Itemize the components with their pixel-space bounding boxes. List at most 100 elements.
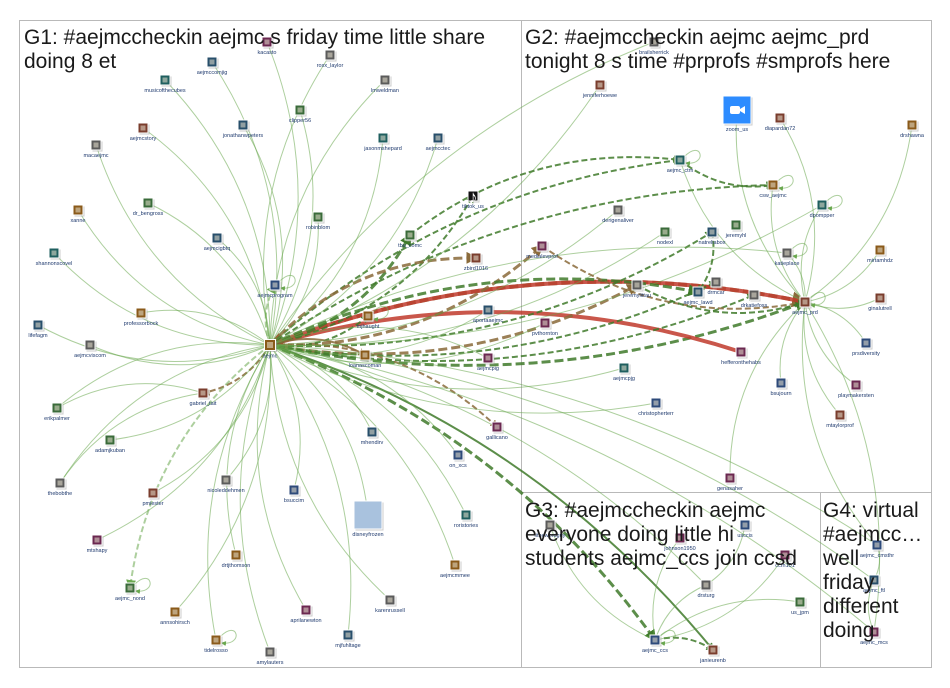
edge-aejmc-professorbock	[140, 309, 271, 346]
node-johnson1950[interactable]: johnson1950	[663, 532, 696, 552]
node-janieurenb[interactable]: janieurenb	[699, 644, 726, 664]
node-jenniferhoewe[interactable]: jenniferhoewe	[582, 79, 617, 99]
node-derigenaliver[interactable]: derigenaliver	[602, 204, 634, 224]
disneyfrozen-avatar	[353, 500, 383, 530]
node-ccrn101[interactable]: ccrn101	[775, 549, 795, 569]
edge-aejmc-drkatiefoss	[269, 293, 756, 362]
node-gallicano[interactable]: gallicano	[486, 421, 508, 441]
node-professorbock[interactable]: professorbock	[124, 307, 159, 327]
node-aejmc_mcs[interactable]: aejmc_mcs	[860, 626, 888, 646]
node-aejmc[interactable]: aejmc	[263, 339, 278, 360]
node-aejmc_prd[interactable]: aejmc_prd	[792, 296, 818, 316]
node-bsujourn[interactable]: bsujourn	[770, 377, 792, 397]
node-roristories[interactable]: roristories	[454, 509, 478, 529]
node-playmakersten[interactable]: playmakersten	[838, 379, 874, 399]
node-lithewordguy[interactable]: lithewordguy	[535, 519, 566, 539]
node-mirtamhdz[interactable]: mirtamhdz	[867, 244, 893, 264]
node-aejmcpjg[interactable]: aejmcpjg	[613, 362, 635, 382]
node-hefferonthehabs[interactable]: hefferonthehabs	[721, 346, 761, 366]
node-aejmc_ccs[interactable]: aejmc_ccs	[642, 634, 668, 654]
node-karenrussell[interactable]: karenrussell	[375, 594, 405, 614]
node-dpompper[interactable]: dpompper	[810, 199, 835, 219]
node-bsuccim[interactable]: bsuccim	[284, 484, 305, 504]
node-shannonscovel[interactable]: shannonscovel	[36, 247, 73, 267]
node-annsohirsch[interactable]: annsohirsch	[160, 606, 190, 626]
node-jonathanwpeters[interactable]: jonathanwpeters	[222, 119, 264, 139]
node-aejmcigbtq[interactable]: aejmcigbtq	[204, 232, 231, 252]
node-diapardan72[interactable]: diapardan72	[765, 112, 796, 132]
node-mhendirv[interactable]: mhendirv	[361, 426, 384, 446]
node-jeremyhl[interactable]: jeremyhl	[725, 219, 747, 239]
node-csw_aejmc[interactable]: csw_aejmc	[759, 179, 787, 199]
node-macaejmc[interactable]: macaejmc	[83, 139, 109, 159]
node-adamjkuban[interactable]: adamjkuban	[95, 434, 125, 454]
node-aejmc_cmsthr[interactable]: aejmc_cmsthr	[860, 539, 894, 559]
node-gabriel_tait[interactable]: gabriel_tait	[190, 387, 217, 407]
node-musicofthecubes[interactable]: musicofthecubes	[144, 74, 186, 94]
node-tbu_comc[interactable]: tbu_comc	[398, 229, 422, 249]
node-tiktok_us[interactable]: ♪tiktok_us	[462, 187, 484, 210]
node-medialevprof[interactable]: medialevprof	[526, 240, 558, 260]
node-zbird1016[interactable]: zbird1016	[464, 252, 488, 272]
node-pmiester[interactable]: pmiester	[142, 487, 164, 507]
node-drshawna[interactable]: drshawna	[900, 119, 925, 139]
node-nicoleddehmen[interactable]: nicoleddehmen	[207, 474, 245, 494]
node-aejmc_lawd[interactable]: aejmc_lawd	[683, 286, 713, 306]
node-loanascoman[interactable]: loanascoman	[349, 349, 382, 369]
node-tidelrosso[interactable]: tidelrosso	[204, 634, 228, 654]
node-jasonmshepard[interactable]: jasonmshepard	[363, 132, 402, 152]
node-aejmcmmee[interactable]: aejmcmmee	[440, 559, 470, 579]
node-ginalutrell[interactable]: ginalutrell	[868, 292, 892, 312]
node-aejmcctec[interactable]: aejmcctec	[426, 132, 451, 152]
node-aejmcpig[interactable]: aejmcpig	[477, 352, 499, 372]
edge-aejmc-loanascoman	[269, 337, 367, 356]
node-lmweldman[interactable]: lmweldman	[371, 74, 399, 94]
node-zoom_us[interactable]: zoom_us	[722, 95, 753, 133]
node-roxx_laylor[interactable]: roxx_laylor	[317, 49, 344, 69]
node-disneyfrozen[interactable]: disneyfrozen	[352, 500, 384, 538]
node-lifefagm[interactable]: lifefagm	[28, 319, 48, 339]
node-katieplace[interactable]: katieplace	[775, 247, 800, 267]
node-amylauters[interactable]: amylauters	[257, 646, 284, 666]
edge-katieplace-katieplace	[790, 242, 808, 260]
node-aprilanewton[interactable]: aprilanewton	[290, 604, 322, 624]
node-aejmcviscom[interactable]: aejmcviscom	[74, 339, 106, 359]
nodes-layer: aejmc kacasto aejmccomjig roxx_laylormusico…	[28, 36, 925, 666]
edge-aejmc_prd-bsujourn	[778, 301, 806, 384]
node-on_xcs[interactable]: on_xcs	[449, 449, 467, 469]
node-pvthornton[interactable]: pvthornton	[532, 317, 558, 337]
node-robinblom[interactable]: robinblom	[306, 211, 331, 231]
edge-aejmc-aejmcmmee	[269, 344, 457, 566]
node-thebobthe[interactable]: thebobthe	[48, 477, 72, 497]
node-us_jpm[interactable]: us_jpm	[791, 596, 809, 616]
node-jeremylittau[interactable]: jeremylittau	[622, 279, 651, 299]
node-prsdiversity[interactable]: prsdiversity	[852, 337, 880, 357]
node-erikpalmer[interactable]: erikpalmer	[44, 402, 70, 422]
node-aejmccomjig[interactable]: aejmccomjig	[197, 56, 228, 76]
node-aejmcstory[interactable]: aejmcstory	[130, 122, 157, 142]
node-usccis[interactable]: usccis	[737, 519, 753, 539]
node-kacasto[interactable]: kacasto	[258, 36, 277, 56]
node-drtjthomson[interactable]: drtjthomson	[222, 549, 251, 569]
node-natreliabox[interactable]: natreliabox	[699, 226, 726, 246]
node-aportaaejmc[interactable]: aportaaejmc	[473, 304, 504, 324]
node-drmcar[interactable]: drmcar	[707, 276, 725, 296]
node-mjfuhltage[interactable]: mjfuhltage	[335, 629, 361, 649]
node-genasaher[interactable]: genasaher	[717, 472, 743, 492]
node-drkatiefoss[interactable]: drkatiefoss	[741, 289, 768, 309]
node-brailsherrick[interactable]: brailsherrick	[639, 36, 669, 56]
node-aejmc_nond[interactable]: aejmc_nond	[115, 582, 145, 602]
node-christopherterr[interactable]: christopherterr	[638, 397, 674, 417]
node-mtaylorprof[interactable]: mtaylorprof	[826, 409, 854, 429]
node-aejmcprogram[interactable]: aejmcprogram	[257, 279, 293, 299]
node-nodexl[interactable]: nodexl	[657, 226, 673, 246]
node-dr_bengross[interactable]: dr_bengross	[133, 197, 164, 217]
node-aejmc_ctm[interactable]: aejmc_ctm	[667, 154, 694, 174]
node-clipper56[interactable]: clipper56	[289, 104, 311, 124]
node-mtshapy[interactable]: mtshapy	[87, 534, 108, 554]
edge-aejmc-mtshapy	[96, 344, 271, 541]
node-drsturg[interactable]: drsturg	[697, 579, 715, 599]
node-mjhaught[interactable]: mjhaught	[357, 310, 380, 330]
node-xanne[interactable]: xanne	[71, 204, 86, 224]
node-aejmc_ftl[interactable]: aejmc_ftl	[863, 574, 885, 594]
